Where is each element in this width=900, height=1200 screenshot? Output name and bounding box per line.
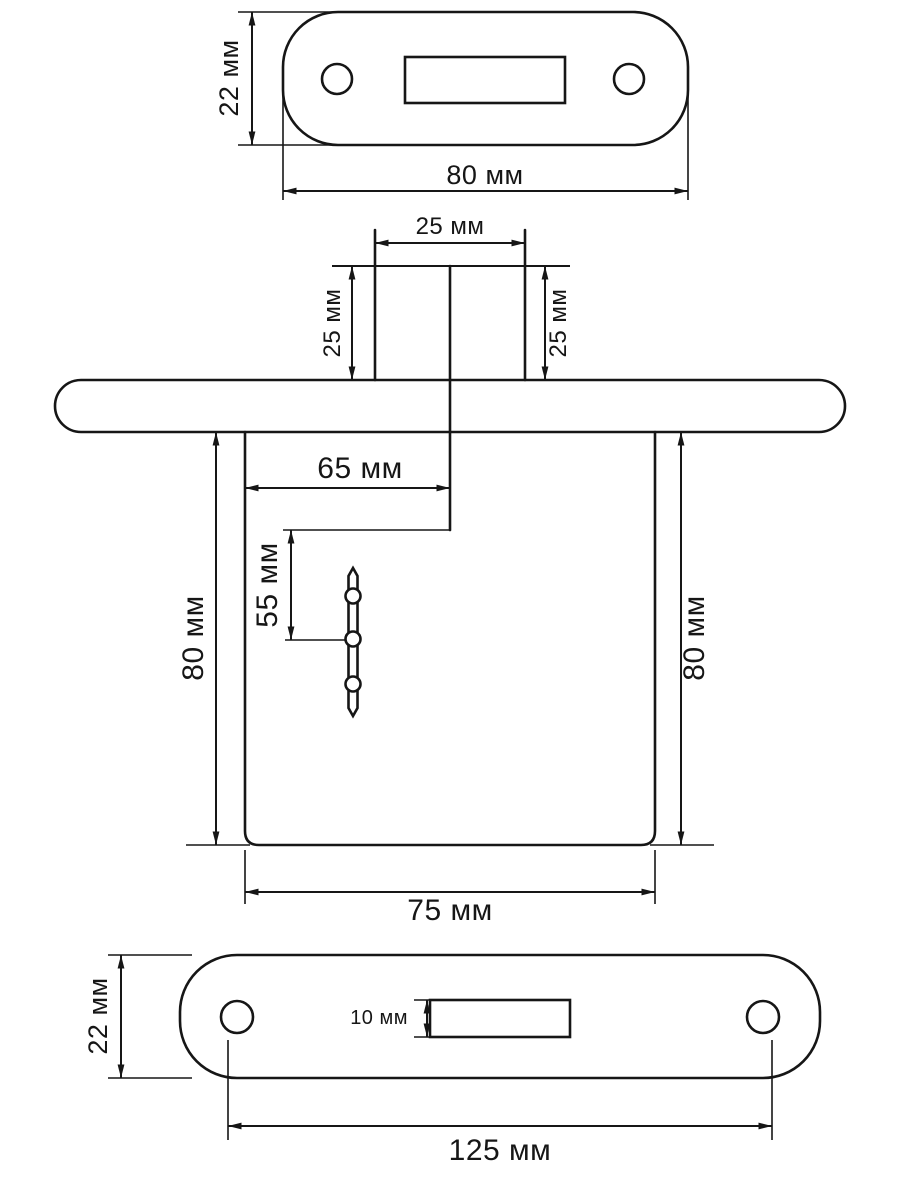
- top-plate-outline: [281, 10, 690, 147]
- key-bit-top: [344, 587, 362, 605]
- faceplate-top-view: 22 мм 80 мм: [214, 10, 690, 200]
- dim-label-stem-width: 25 мм: [416, 213, 485, 240]
- dim-label-top-plate-width: 80 мм: [446, 160, 523, 190]
- dim-label-strike-length: 125 мм: [449, 1134, 552, 1167]
- dim-label-stem-depth-right: 25 мм: [545, 289, 572, 358]
- key-bit-middle: [344, 630, 362, 648]
- dim-label-body-depth-left: 80 мм: [177, 595, 210, 680]
- dim-label-body-depth-right: 80 мм: [678, 595, 711, 680]
- strike-plate-view: 22 мм 10 мм 125 мм: [83, 953, 822, 1167]
- lock-case-outline: [243, 430, 657, 847]
- dim-label-backset: 65 мм: [317, 452, 402, 485]
- dim-label-strike-height: 22 мм: [83, 977, 113, 1054]
- strike-right-screw-hole: [745, 999, 781, 1035]
- strike-latch-slot: [428, 998, 572, 1039]
- dim-label-body-width: 75 мм: [407, 894, 492, 927]
- lock-body-view: 25 мм 25 мм 25 мм 65 мм 55 мм 80 мм 80 м…: [53, 213, 847, 927]
- dim-label-key-offset: 55 мм: [251, 542, 284, 627]
- strike-plate-outline: [178, 953, 822, 1080]
- top-plate-latch-slot: [403, 55, 567, 105]
- strike-left-screw-hole: [219, 999, 255, 1035]
- dim-label-slot-height: 10 мм: [350, 1007, 408, 1029]
- faceplate-outline: [53, 378, 847, 434]
- top-plate-right-screw-hole: [612, 62, 646, 96]
- dim-label-top-plate-height: 22 мм: [214, 39, 244, 116]
- top-plate-left-screw-hole: [320, 62, 354, 96]
- dim-label-stem-depth-left: 25 мм: [319, 289, 346, 358]
- key-bit-bottom: [344, 675, 362, 693]
